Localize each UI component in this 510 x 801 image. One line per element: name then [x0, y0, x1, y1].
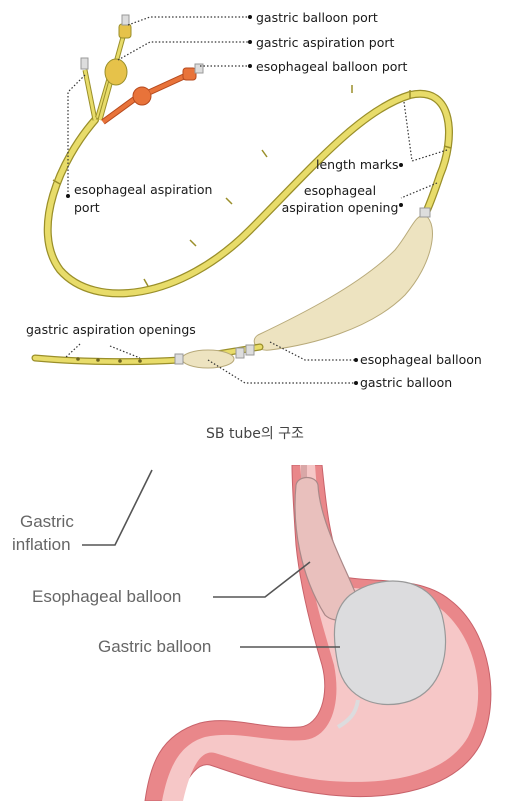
label-esophageal-balloon-bottom: Esophageal balloon [32, 587, 182, 606]
stomach-balloon-diagram: Gastric inflation Esophageal balloon Gas… [0, 465, 510, 801]
label-gastric-balloon: gastric balloon [360, 375, 453, 390]
label-esophageal-aspiration-opening-line1: esophageal [303, 183, 377, 198]
label-gastric-balloon-port: gastric balloon port [256, 10, 378, 25]
label-esophageal-aspiration-port-line1: esophageal aspiration [74, 182, 213, 197]
label-gastric-inflation-line1: Gastric [20, 512, 74, 531]
gastric-aspiration-port-bulb [104, 58, 128, 86]
esophageal-balloon-bulb [132, 86, 152, 106]
gastric-aspiration-openings [76, 357, 142, 363]
label-length-marks: length marks [316, 157, 399, 172]
sb-tube-structure-diagram: gastric balloon port gastric aspiration … [26, 10, 482, 390]
label-gastric-aspiration-port: gastric aspiration port [256, 35, 395, 50]
gastric-balloon-bottom [333, 580, 446, 706]
gastric-balloon-shape [181, 349, 235, 369]
esophageal-balloon-shape [253, 214, 433, 351]
leader-lines [64, 16, 448, 384]
stomach-inner [162, 465, 479, 801]
stomach-illustration [82, 465, 492, 801]
sb-tube-illustration [31, 14, 453, 385]
bottom-leader-lines [82, 469, 340, 648]
gastric-balloon-port-connector [118, 23, 132, 39]
label-gastric-balloon-bottom: Gastric balloon [98, 637, 212, 656]
leader-dots [66, 15, 403, 385]
label-gastric-inflation-line2: inflation [12, 535, 71, 554]
length-mark-ticks [52, 85, 452, 287]
label-esophageal-balloon-port: esophageal balloon port [256, 59, 408, 74]
label-esophageal-aspiration-opening-line2: aspiration opening [281, 200, 399, 215]
figure-caption: SB tube의 구조 [206, 426, 304, 442]
label-gastric-aspiration-openings: gastric aspiration openings [26, 322, 196, 337]
label-esophageal-aspiration-port-line2: port [74, 200, 100, 215]
label-esophageal-balloon: esophageal balloon [360, 352, 482, 367]
